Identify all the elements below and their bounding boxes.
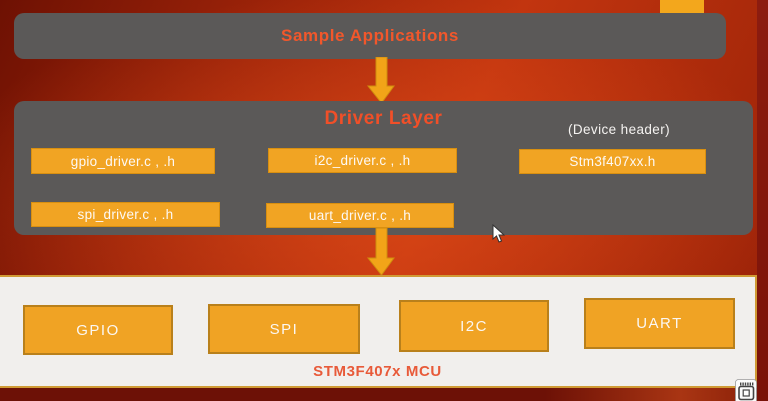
mcu-panel: GPIO SPI I2C UART STM3F407x MCU: [0, 275, 757, 388]
driver-file-gpio: gpio_driver.c , .h: [31, 148, 215, 174]
mouse-cursor: [492, 224, 505, 243]
sample-applications-label: Sample Applications: [281, 26, 459, 45]
right-edge-band: [757, 0, 768, 401]
driver-file-spi: spi_driver.c , .h: [31, 202, 220, 227]
bottom-edge-bar: [0, 388, 757, 401]
sample-applications-box: Sample Applications: [14, 13, 726, 59]
driver-file-i2c: i2c_driver.c , .h: [268, 148, 457, 173]
mcu-label: STM3F407x MCU: [313, 363, 442, 380]
peripheral-box-uart: UART: [584, 298, 735, 349]
peripheral-box-gpio: GPIO: [23, 305, 173, 355]
driver-layer-panel: Driver Layer (Device header) gpio_driver…: [14, 101, 753, 235]
chip-icon: [735, 379, 757, 401]
driver-layer-title: Driver Layer: [324, 108, 443, 129]
driver-file-device-header: Stm3f407xx.h: [519, 149, 706, 174]
down-arrow-icon: [366, 57, 395, 104]
peripheral-box-spi: SPI: [208, 304, 360, 354]
device-header-note: (Device header): [567, 122, 671, 137]
down-arrow-icon: [366, 228, 395, 276]
top-accent-rect: [660, 0, 704, 13]
driver-file-uart: uart_driver.c , .h: [266, 203, 454, 228]
peripheral-box-i2c: I2C: [399, 300, 549, 352]
